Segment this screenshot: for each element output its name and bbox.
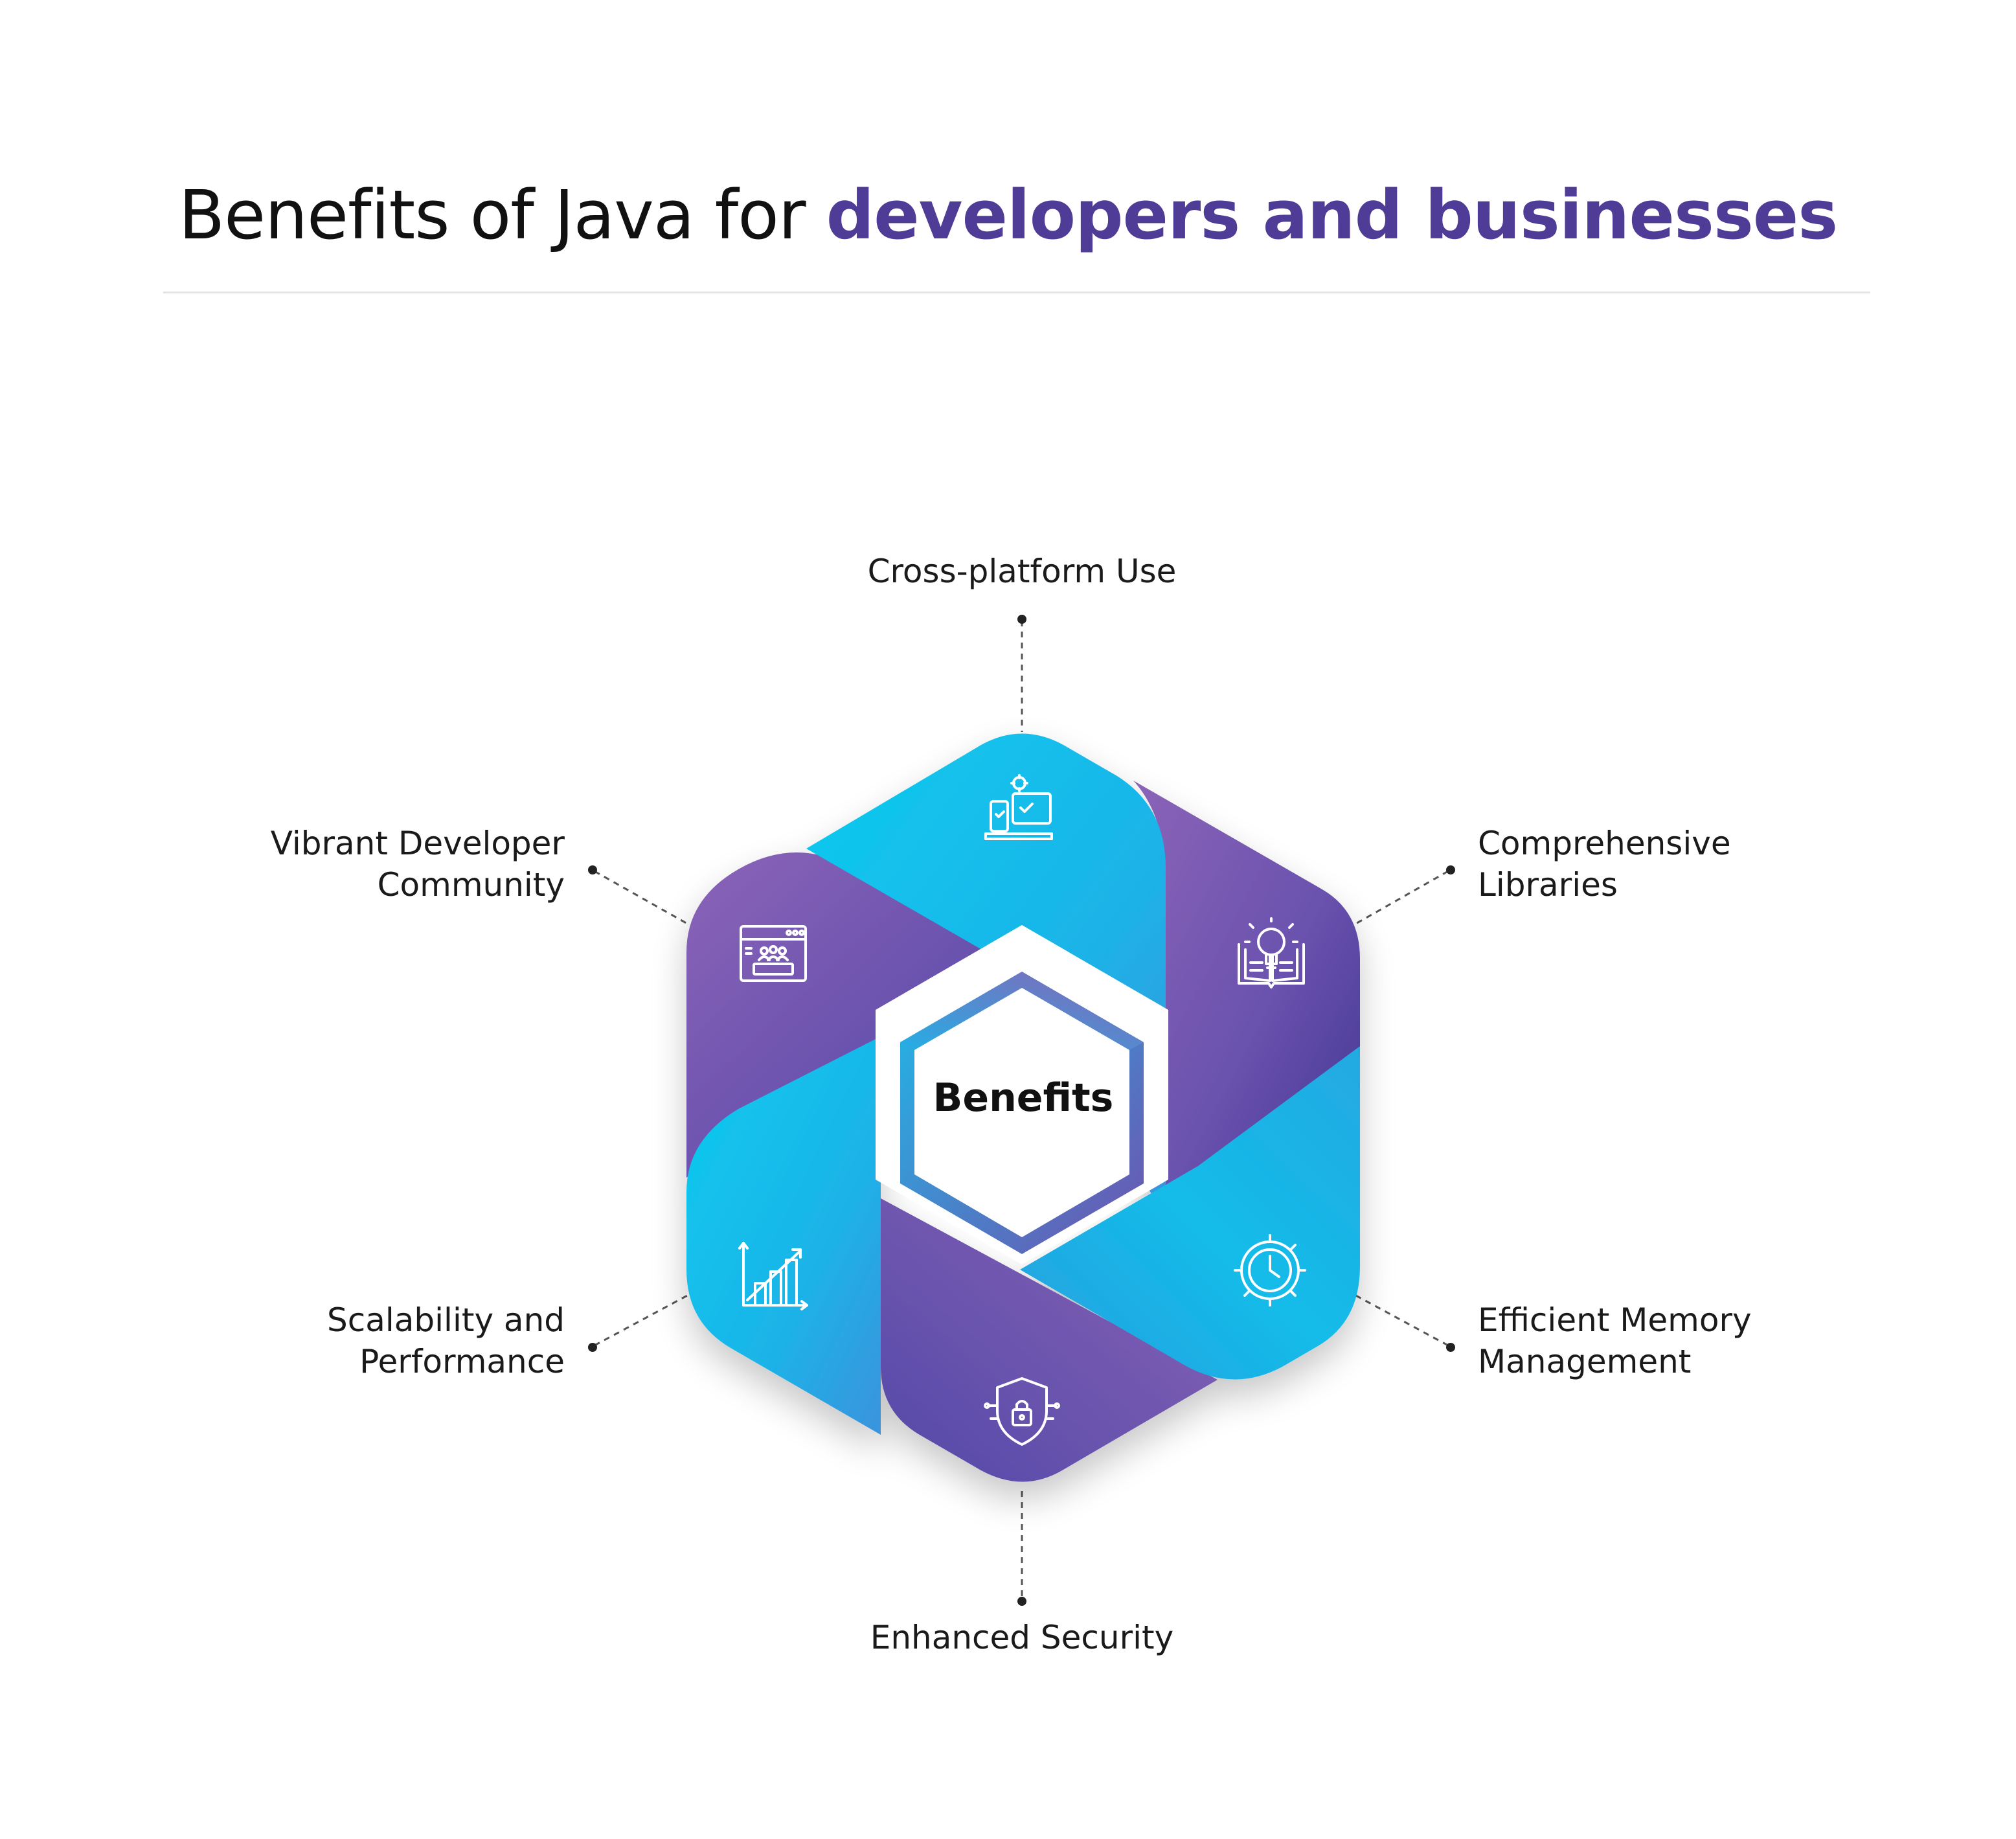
connectors xyxy=(594,621,1449,1600)
connector-scalability xyxy=(594,1293,690,1347)
hexagon-segments xyxy=(686,733,1360,1482)
label-line: Performance xyxy=(359,1343,565,1380)
segment-security xyxy=(881,1198,1218,1482)
label-scalability: Scalability and Performance xyxy=(241,1299,565,1382)
connector-dots xyxy=(588,615,1455,1606)
label-community: Vibrant Developer Community xyxy=(215,823,565,906)
growth-chart-icon xyxy=(738,1242,808,1310)
page-title: Benefits of Java for developers and busi… xyxy=(0,170,2016,260)
label-line: Vibrant Developer xyxy=(270,825,565,862)
connector-memory xyxy=(1353,1293,1449,1347)
label-line: Comprehensive xyxy=(1478,825,1731,862)
shield-lock-icon xyxy=(984,1377,1060,1446)
label-cross-platform: Cross-platform Use xyxy=(822,551,1221,592)
inner-hexagon xyxy=(876,925,1168,1264)
segment-scalability xyxy=(686,1036,881,1435)
label-line: Libraries xyxy=(1478,866,1618,904)
browser-community-icon xyxy=(740,925,807,982)
title-divider xyxy=(163,291,1870,293)
label-line: Enhanced Security xyxy=(870,1619,1174,1656)
devices-icon xyxy=(984,774,1053,840)
label-security: Enhanced Security xyxy=(810,1617,1234,1658)
clock-gear-icon xyxy=(1234,1234,1306,1307)
segment-cross-platform xyxy=(806,733,1166,1218)
label-line: Scalability and xyxy=(327,1301,565,1339)
center-label: Benefits xyxy=(933,1075,1114,1121)
label-line: Management xyxy=(1478,1343,1692,1380)
label-line: Efficient Memory xyxy=(1478,1301,1752,1339)
title-accent: developers and businesses xyxy=(826,176,1839,255)
connector-libraries xyxy=(1353,870,1449,926)
label-line: Community xyxy=(377,866,565,904)
book-lightbulb-icon xyxy=(1238,917,1305,988)
label-libraries: Comprehensive Libraries xyxy=(1478,823,1731,906)
label-line: Cross-platform Use xyxy=(867,553,1177,590)
label-memory: Efficient Memory Management xyxy=(1478,1299,1752,1382)
title-plain: Benefits of Java for xyxy=(178,176,826,255)
segment-memory xyxy=(1020,1046,1360,1380)
connector-community xyxy=(594,870,690,926)
